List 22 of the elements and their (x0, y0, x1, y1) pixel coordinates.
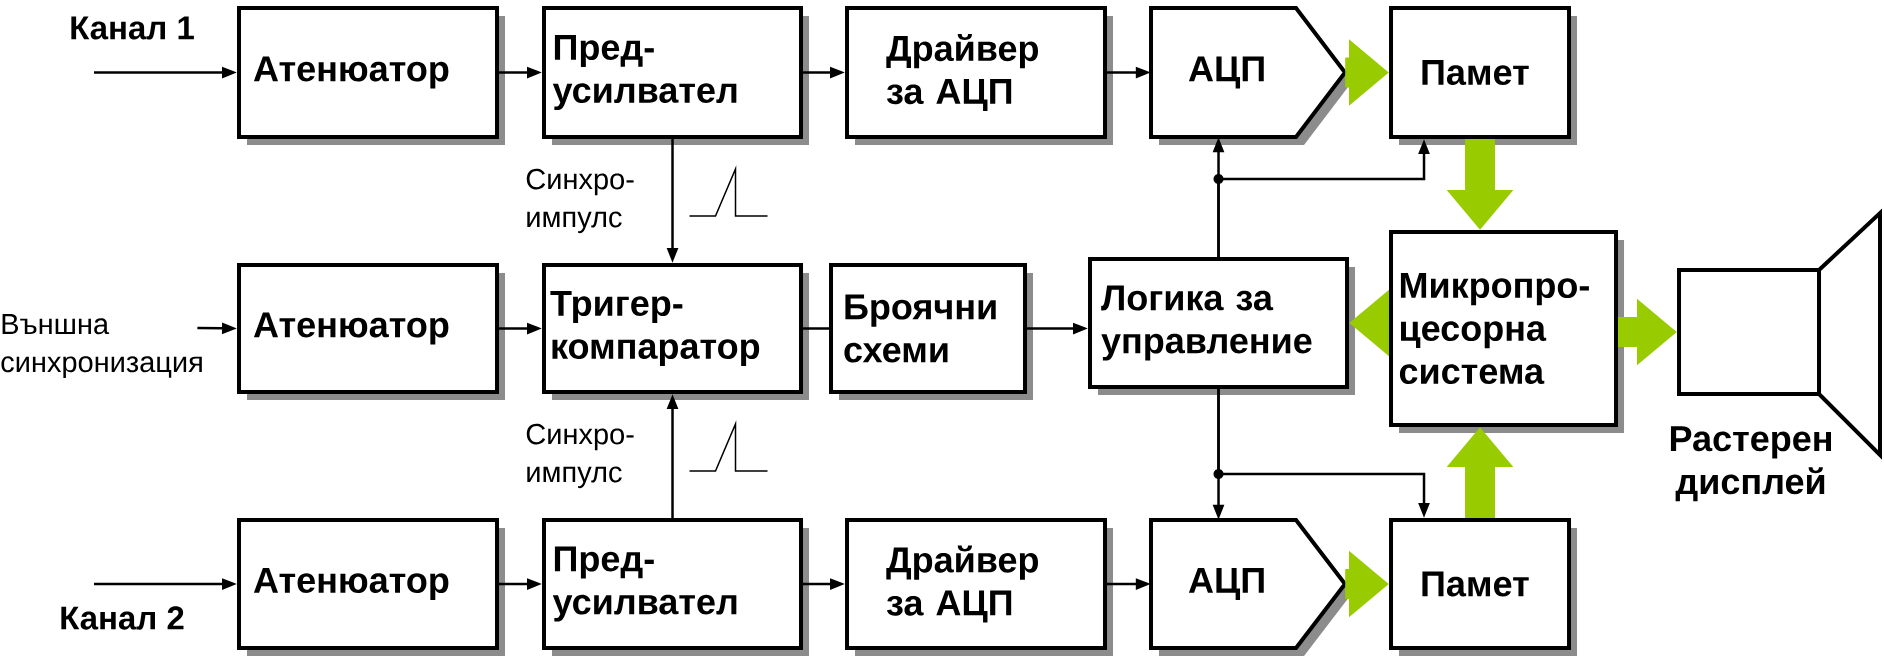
process-box: Логика за управление (1088, 257, 1355, 395)
process-box: Атенюатор (237, 518, 505, 656)
process-box: Атенюатор (237, 6, 505, 145)
channel-label: Канал 1 (71, 16, 194, 40)
process-box: Атенюатор (237, 263, 505, 400)
input-label: Външна синхронизация (1, 314, 202, 378)
edge-label: Синхро- импулс (526, 168, 634, 234)
process-box: Памет (1389, 518, 1577, 656)
process-box: Пред- усилвател (542, 518, 809, 656)
adc-block: АЦП (1149, 6, 1353, 145)
process-box: Памет (1389, 6, 1577, 145)
process-box: Микропро- цесорна система (1389, 230, 1624, 433)
process-box: Пред- усилвател (542, 6, 809, 145)
process-box: Тригер- компаратор (542, 263, 809, 400)
display-label: Растерен дисплей (1670, 426, 1831, 502)
process-box: Броячни схеми (829, 263, 1033, 400)
adc-block: АЦП (1149, 518, 1353, 656)
channel-label: Канал 2 (61, 606, 184, 630)
process-box: Драйвер за АЦП (845, 6, 1113, 145)
line (803, 327, 829, 330)
process-box: Драйвер за АЦП (845, 518, 1113, 656)
edge-label: Синхро- импулс (526, 423, 634, 489)
